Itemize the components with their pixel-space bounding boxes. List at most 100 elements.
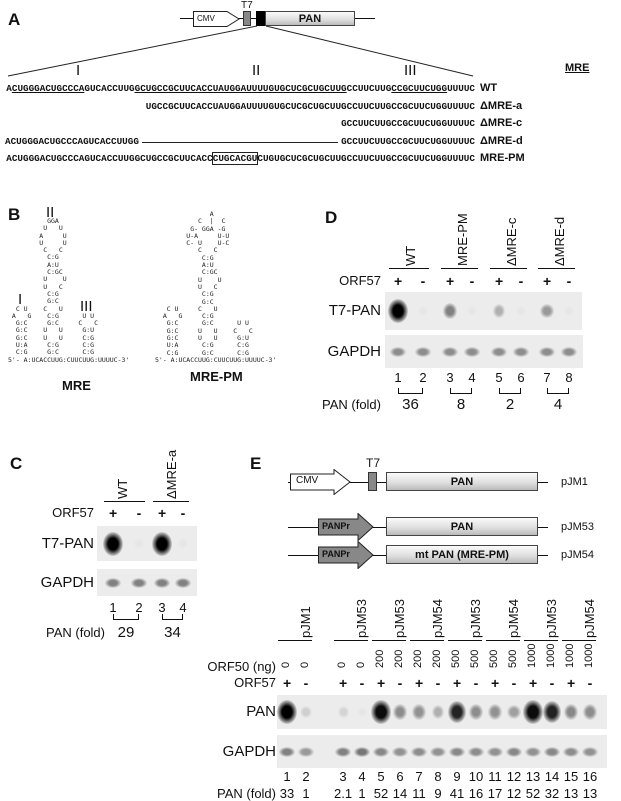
band bbox=[154, 577, 170, 588]
orf57-sign: - bbox=[473, 675, 479, 691]
orf57-sign: + bbox=[453, 675, 462, 691]
lane-group-divider bbox=[524, 640, 558, 641]
structure-line: U U bbox=[198, 275, 222, 284]
band bbox=[103, 531, 123, 556]
cmv-arrow bbox=[290, 469, 351, 495]
lane-pair-bracket bbox=[547, 388, 569, 394]
region-III-label: III bbox=[404, 62, 417, 79]
orf57-sign: - bbox=[435, 675, 441, 691]
sequence-segment: GCUGCCGCUUCACCUAUGGAUUUUGUGCUCGCUGCUUG bbox=[134, 83, 347, 94]
orf57-sign: + bbox=[109, 505, 118, 521]
lane-group-header: pJM54 bbox=[506, 598, 521, 638]
fold-value: 11 bbox=[412, 786, 426, 801]
orf50-amount: 1000 bbox=[564, 643, 576, 668]
fold-value: 14 bbox=[392, 786, 408, 801]
lane-number: 3 bbox=[446, 370, 454, 385]
structure-line: 5'- A:UCACCUUG:CUUCUUG:UUUUC-3' bbox=[155, 355, 277, 364]
orf57-sign: + bbox=[377, 675, 386, 691]
t7-label: T7 bbox=[366, 456, 381, 470]
orf57-sign: + bbox=[543, 273, 552, 289]
orf50-amount: 0 bbox=[336, 661, 348, 668]
orf57-label: ORF57 bbox=[339, 273, 381, 288]
band bbox=[133, 538, 145, 549]
target-blot bbox=[385, 292, 582, 330]
sequence-segment: CCGCUUCUGG bbox=[391, 83, 448, 94]
blot-label: PAN bbox=[246, 703, 276, 720]
orf50-amount: 1000 bbox=[583, 643, 595, 668]
pjm53-label: pJM53 bbox=[561, 521, 595, 533]
structure-line: C U C U bbox=[166, 304, 218, 313]
orf57-sign: - bbox=[549, 675, 555, 691]
orf57-sign: - bbox=[469, 273, 475, 289]
band bbox=[563, 746, 579, 757]
sequence-segment: CUGGGACUGCCCA bbox=[11, 83, 85, 94]
pan-box: PAN bbox=[386, 517, 538, 536]
structure-line: G:C U U C C bbox=[166, 326, 253, 335]
fold-value: 9 bbox=[434, 786, 442, 801]
lane-number: 4 bbox=[358, 769, 366, 784]
band bbox=[539, 346, 555, 357]
lane-group-header: pJM53 bbox=[354, 598, 369, 638]
mre-pm-title: MRE-PM bbox=[190, 369, 243, 384]
panpr-label: PANPr bbox=[322, 549, 350, 559]
structure-line: A U bbox=[39, 231, 67, 240]
panpr-arrow bbox=[318, 513, 374, 541]
orf57-sign: - bbox=[397, 675, 403, 691]
lane-number: 7 bbox=[415, 769, 423, 784]
sequence-segment: CUGCACGU bbox=[211, 152, 259, 165]
lane-number: 2 bbox=[302, 769, 310, 784]
structure-line: G:C bbox=[47, 297, 59, 306]
structure-line: G:C U U C:G bbox=[15, 333, 95, 342]
fold-value: 41 bbox=[449, 786, 465, 801]
construct-name: WT bbox=[480, 82, 498, 94]
lane-number: 12 bbox=[506, 769, 522, 784]
cmv-arrow bbox=[193, 11, 240, 27]
mre-stem-II-label: II bbox=[46, 204, 55, 221]
band bbox=[515, 305, 527, 317]
region-II-label: II bbox=[252, 62, 261, 79]
band bbox=[337, 706, 349, 718]
orf57-sign: - bbox=[587, 675, 593, 691]
band bbox=[393, 704, 407, 720]
panpr-arrow bbox=[318, 541, 374, 569]
structure-line: C:G G:C C:G bbox=[166, 348, 249, 357]
orf57-label: ORF57 bbox=[52, 505, 94, 520]
mre-header: MRE bbox=[565, 62, 590, 74]
panel-d-label: D bbox=[325, 208, 338, 227]
band bbox=[415, 346, 431, 357]
lane-number: 16 bbox=[582, 769, 598, 784]
band bbox=[492, 304, 506, 318]
orf50-amount: 0 bbox=[280, 661, 292, 668]
structure-line: C:G bbox=[47, 289, 59, 298]
orf57-sign: + bbox=[394, 273, 403, 289]
band bbox=[487, 746, 503, 757]
band bbox=[388, 299, 408, 323]
structure-line: U:A C:G C:G bbox=[15, 341, 95, 350]
orf57-sign: - bbox=[303, 675, 309, 691]
structure-line: A G C:G bbox=[162, 312, 214, 321]
pjm54-label: pJM54 bbox=[561, 549, 595, 561]
band bbox=[447, 701, 467, 723]
fold-label: PAN (fold) bbox=[46, 625, 105, 640]
orf50-amount: 200 bbox=[393, 649, 405, 668]
lane-number: 5 bbox=[495, 370, 503, 385]
band bbox=[582, 746, 598, 757]
lane-number: 3 bbox=[339, 769, 347, 784]
band bbox=[430, 746, 446, 757]
lane-number: 9 bbox=[453, 769, 461, 784]
band bbox=[373, 746, 389, 757]
fold-value: 29 bbox=[117, 624, 135, 641]
band bbox=[540, 303, 554, 319]
band bbox=[449, 746, 465, 757]
t7-label: T7 bbox=[241, 0, 253, 11]
expansion-lines bbox=[7, 25, 474, 77]
blot-label: T7-PAN bbox=[41, 534, 94, 552]
target-blot bbox=[277, 695, 607, 729]
mre-box bbox=[256, 11, 266, 26]
lane-number: 4 bbox=[179, 600, 187, 615]
orf50-label: ORF50 (ng) bbox=[207, 659, 276, 674]
fold-label: PAN (fold) bbox=[217, 786, 276, 801]
band bbox=[563, 704, 579, 720]
sequence-segment: GCCUUCUUGCCGCUUCUGGUUUUC bbox=[341, 136, 475, 147]
